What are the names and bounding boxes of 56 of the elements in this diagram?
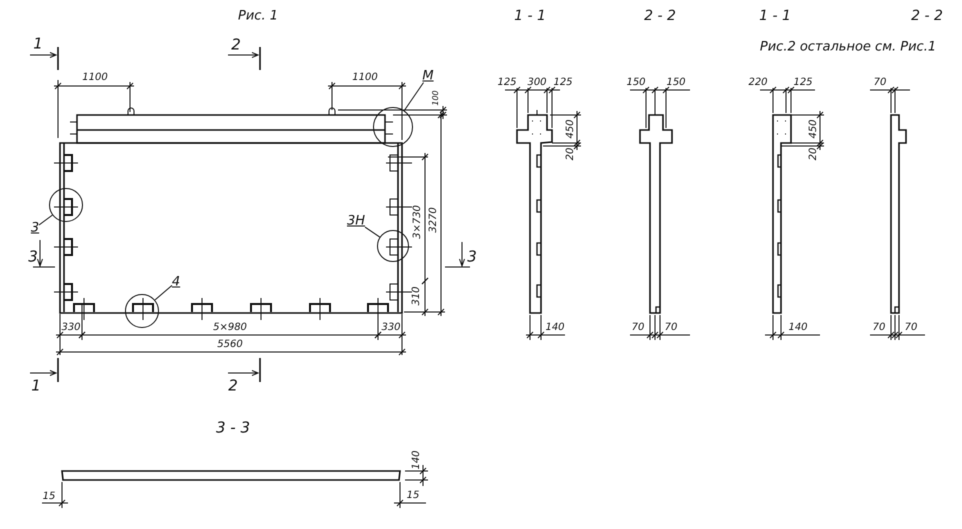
dimension-label: 220 [748, 78, 768, 88]
dimension-label: 70 [904, 323, 918, 333]
dimension-label: 450 [566, 119, 576, 139]
detail-circle [49, 188, 83, 222]
dimension-label: 5×980 [213, 323, 247, 333]
section-mark: 1 [33, 36, 43, 52]
callout-label: 3Н [346, 214, 366, 228]
dimension-label: 70 [664, 323, 678, 333]
figure-caption: Рис. 1 [238, 10, 278, 22]
callout-label: 3 [30, 222, 40, 234]
dimension-label: 20 [809, 148, 819, 160]
section-mark: 1 [31, 378, 41, 394]
dimension-label: 310 [412, 286, 422, 306]
section-mark: 3 [467, 250, 477, 264]
dimension-label: 20 [566, 148, 576, 160]
leader-line [38, 214, 53, 226]
dimension-label: 125 [497, 78, 517, 88]
figure-caption: Рис.2 остальное см. Рис.1 [760, 40, 936, 54]
dimension-label: 3×730 [413, 205, 423, 239]
leader-line [154, 284, 172, 300]
dimension-label: 100 [432, 90, 440, 106]
dimension-label: 150 [666, 78, 686, 88]
dimension-label: 330 [381, 323, 401, 333]
leader-line [364, 226, 380, 238]
dimension-label: 150 [626, 78, 646, 88]
dimension-label: 125 [553, 78, 573, 88]
dimension-label: 125 [793, 78, 813, 88]
section-title: 3 - 3 [216, 420, 250, 436]
dimension-label: 70 [632, 323, 644, 333]
dimension-label: 450 [809, 119, 819, 139]
dimension-label: 1100 [352, 73, 378, 83]
section-mark: 3 [28, 250, 38, 264]
dimension-label: 15 [406, 491, 420, 501]
section-mark: 2 [228, 378, 238, 394]
detail-circle [377, 230, 409, 262]
dimension-label: 140 [545, 323, 565, 333]
dimension-label: 140 [412, 450, 422, 470]
dimension-label: 70 [874, 78, 886, 88]
leader-line [404, 82, 424, 111]
section-title: 1 - 1 [514, 9, 546, 23]
section-mark: 2 [231, 38, 241, 52]
dimension-label: 70 [872, 323, 886, 333]
dimension-label: 300 [527, 78, 547, 88]
dimension-label: 5560 [217, 340, 243, 350]
section-title: 2 - 2 [911, 9, 943, 23]
dimension-label: 330 [61, 323, 81, 333]
dimension-label: 15 [42, 492, 56, 502]
dimension-label: 1100 [82, 73, 108, 83]
callout-label: 4 [172, 276, 180, 288]
dimension-label: 140 [788, 323, 808, 333]
detail-circle [125, 294, 159, 328]
dimension-label: 3270 [429, 207, 439, 233]
section-title: 2 - 2 [644, 9, 676, 23]
detail-circle [373, 107, 413, 147]
callout-label: М [422, 70, 434, 82]
section-title: 1 - 1 [759, 9, 791, 23]
